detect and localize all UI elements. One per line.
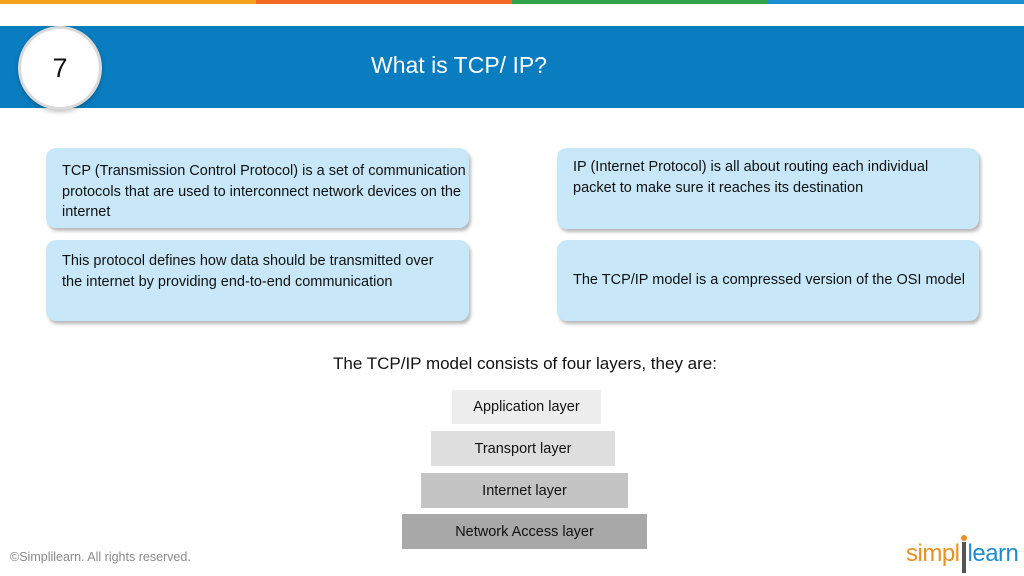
stripe-segment [0,0,256,4]
info-box-text: This protocol defines how data should be… [62,253,434,290]
stripe-segment [512,0,768,4]
layer-transport: Transport layer [431,431,615,466]
info-box-text: IP (Internet Protocol) is all about rout… [573,159,929,196]
info-box-osi: The TCP/IP model is a compressed version… [557,240,979,321]
info-box-text: TCP (Transmission Control Protocol) is a… [62,163,466,220]
stripe-segment [256,0,512,4]
simplilearn-logo: simpl learn [906,535,1019,573]
header-bar [0,26,1024,108]
slide-title: What is TCP/ IP? [371,51,547,78]
info-box-text: The TCP/IP model is a compressed version… [573,272,965,289]
slide-number-badge: 7 [18,26,102,110]
layer-internet: Internet layer [421,473,628,508]
info-box-ip: IP (Internet Protocol) is all about rout… [557,148,979,229]
logo-text-left: simpl [906,540,960,567]
layer-application: Application layer [452,390,601,424]
layer-network-access: Network Access layer [402,514,647,549]
top-color-stripe [0,0,1024,4]
logo-text-right: learn [967,540,1019,567]
logo-separator-icon [960,535,967,573]
info-box-tcp: TCP (Transmission Control Protocol) is a… [46,148,469,228]
layers-intro-text: The TCP/IP model consists of four layers… [333,354,717,373]
copyright-text: ©Simplilearn. All rights reserved. [10,550,191,564]
info-box-protocol: This protocol defines how data should be… [46,240,469,321]
stripe-segment [768,0,1024,4]
